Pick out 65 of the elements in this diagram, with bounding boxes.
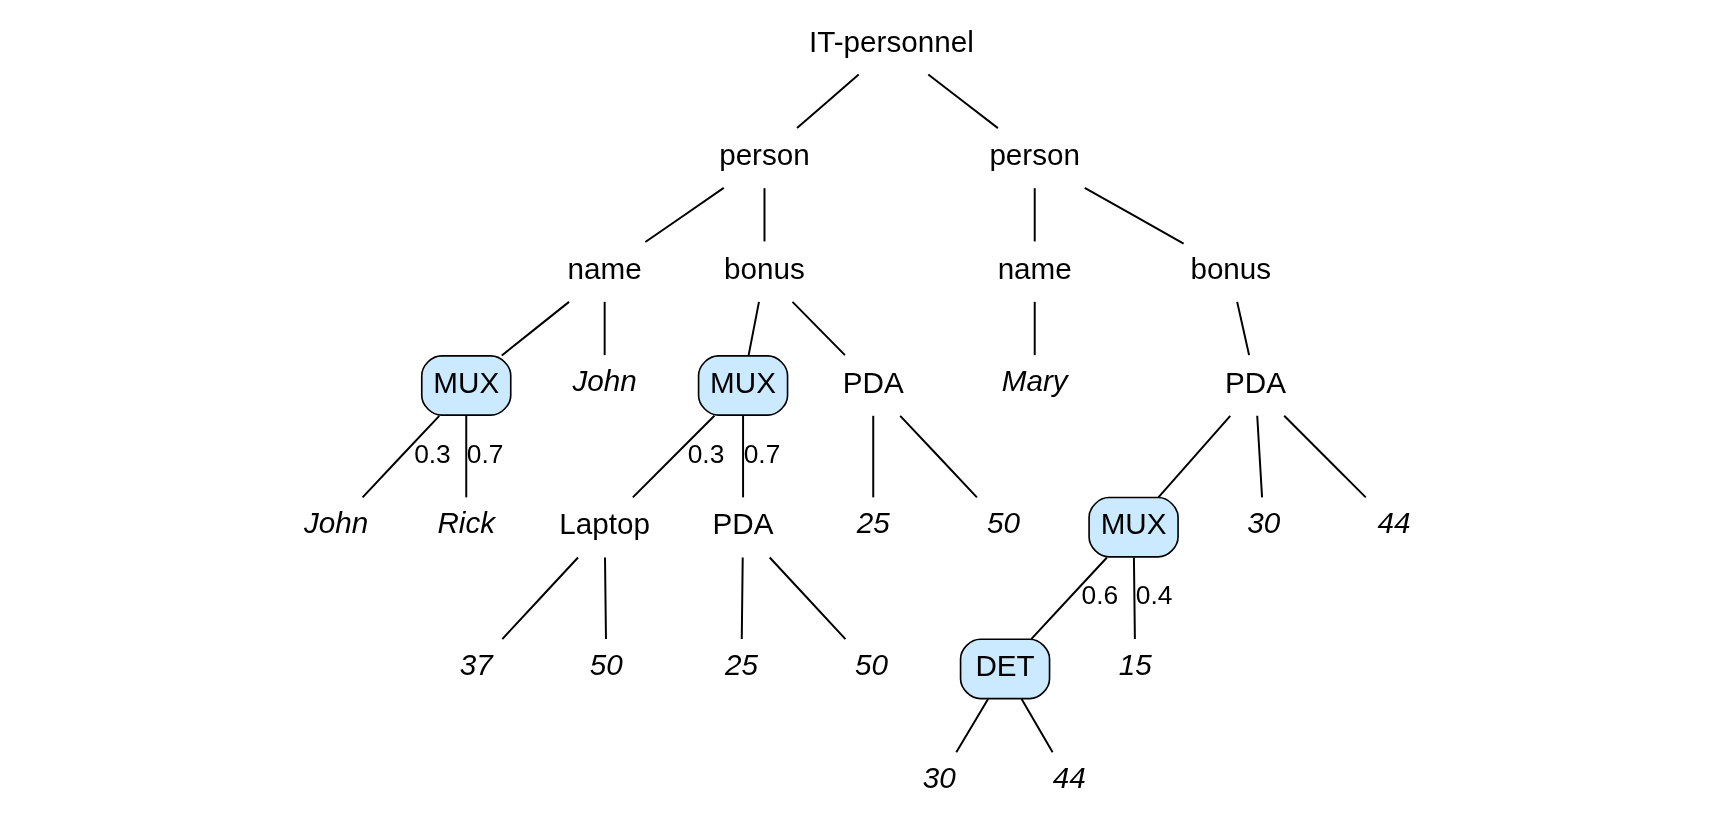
- node-text: 50: [986, 505, 1020, 539]
- node-text: 30: [1246, 505, 1280, 539]
- connector: [643, 186, 725, 244]
- connector: [871, 414, 874, 499]
- connector: [1033, 300, 1036, 357]
- connector: [1020, 698, 1054, 754]
- connector: [954, 698, 989, 754]
- node-text: 25: [724, 647, 758, 681]
- connector: [361, 414, 440, 499]
- connector: [740, 556, 744, 641]
- node-text: 50: [589, 647, 623, 681]
- connector: [603, 556, 607, 641]
- node-text: John: [572, 364, 637, 398]
- node-text: PDA: [842, 365, 904, 399]
- edge-label: 0.7: [743, 438, 780, 469]
- node-text: 15: [1118, 647, 1152, 681]
- connector: [791, 300, 846, 357]
- connector: [500, 300, 570, 357]
- connector: [741, 414, 744, 499]
- node-text: 44: [1376, 505, 1410, 539]
- connector: [500, 556, 579, 641]
- connector: [1235, 300, 1250, 357]
- node-text: 25: [856, 505, 890, 539]
- node-text: name: [567, 252, 642, 286]
- node-text: 37: [459, 647, 493, 681]
- node-box: DET: [959, 638, 1050, 700]
- node-text: Rick: [436, 505, 495, 539]
- node-box: MUX: [697, 355, 788, 416]
- connector: [1282, 414, 1367, 499]
- connector: [763, 187, 765, 243]
- connector: [768, 556, 846, 641]
- connector: [898, 414, 978, 499]
- node-text: Mary: [1001, 364, 1068, 398]
- edge-label: 0.3: [413, 438, 451, 469]
- connector: [926, 73, 999, 130]
- connector: [1029, 556, 1108, 641]
- node-box: MUX: [420, 355, 512, 416]
- connector: [464, 414, 467, 499]
- edge-label: 0.7: [466, 438, 504, 469]
- node-text: name: [997, 252, 1072, 286]
- connector: [1255, 414, 1263, 499]
- connector: [631, 414, 715, 499]
- node-text: bonus: [723, 252, 805, 286]
- node-text: John: [303, 505, 368, 539]
- node-text: 44: [1052, 761, 1086, 795]
- connector: [747, 300, 760, 357]
- node-text: PDA: [1224, 365, 1286, 399]
- node-text: IT-personnel: [808, 24, 974, 58]
- node-text: Laptop: [558, 507, 650, 541]
- node-text: person: [718, 138, 810, 172]
- node-text: person: [988, 138, 1080, 172]
- node-text: PDA: [712, 507, 774, 541]
- node-text: 50: [854, 647, 888, 681]
- edge-label: 0.3: [687, 438, 724, 469]
- connector: [603, 300, 606, 357]
- node-text: bonus: [1189, 252, 1271, 286]
- connector: [795, 73, 860, 130]
- connector: [1132, 556, 1136, 641]
- edge-label: 0.6: [1080, 580, 1118, 611]
- edge-label: 0.4: [1135, 580, 1172, 611]
- connector: [1156, 414, 1231, 499]
- connector: [1083, 186, 1185, 245]
- node-box: MUX: [1087, 496, 1179, 558]
- node-text: 30: [922, 761, 956, 795]
- connector: [1033, 187, 1036, 243]
